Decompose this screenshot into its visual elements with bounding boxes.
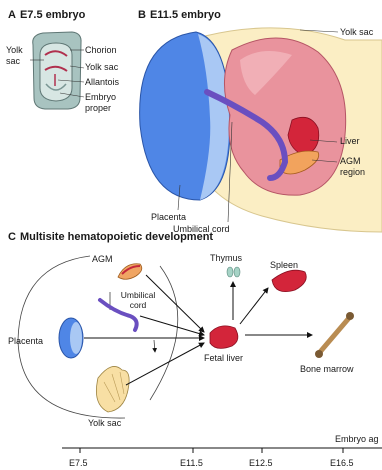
b-yolk-sac-label: Yolk sac bbox=[340, 27, 373, 37]
timeline-title: Embryo ag bbox=[335, 434, 379, 444]
b-yolk-sac-halo bbox=[186, 28, 382, 232]
c-fetal-liver-shape bbox=[210, 326, 238, 349]
panel-b-letter: B bbox=[138, 9, 146, 21]
c-yolk-sac-shape bbox=[96, 366, 129, 412]
b-agm-label-line2: region bbox=[340, 167, 365, 178]
c-spleen-shape bbox=[272, 270, 306, 291]
a-yolk-sac-label-line1: Yolk bbox=[6, 45, 23, 56]
b-placenta-highlight bbox=[198, 34, 229, 200]
timeline-tick-2: E12.5 bbox=[249, 458, 273, 468]
panel-b-heading: B E11.5 embryo bbox=[138, 9, 221, 21]
b-agm-label: AGM region bbox=[340, 156, 365, 178]
a-allantois-label: Allantois bbox=[85, 77, 119, 87]
c-umbilical-label-line2: cord bbox=[115, 300, 161, 310]
panel-b-title: E11.5 embryo bbox=[150, 9, 221, 21]
c-placenta-label: Placenta bbox=[8, 336, 43, 346]
b-agm-shape bbox=[280, 151, 319, 174]
a-yolk-sac-right-label: Yolk sac bbox=[85, 62, 118, 72]
panel-c-title: Multisite hematopoietic development bbox=[20, 231, 213, 243]
c-bone-marrow-shape bbox=[320, 318, 349, 352]
panel-a-title: E7.5 embryo bbox=[20, 9, 85, 21]
timeline-tick-1: E11.5 bbox=[180, 458, 203, 468]
timeline-tick-3: E16.5 bbox=[330, 458, 354, 468]
a-yolk-sac-label-line2: sac bbox=[6, 56, 23, 67]
c-spleen-label: Spleen bbox=[270, 260, 298, 270]
c-circulation-arc-right bbox=[150, 266, 178, 400]
b-agm-label-line1: AGM bbox=[340, 156, 365, 167]
b-liver-shape bbox=[288, 117, 319, 156]
a-yolk-sac-label: Yolk sac bbox=[6, 45, 23, 67]
c-umbilical-cord-label: Umbilical cord bbox=[115, 290, 161, 310]
c-fetal-liver-label: Fetal liver bbox=[204, 353, 243, 363]
b-embryo-body bbox=[224, 38, 345, 195]
panel-c-letter: C bbox=[8, 231, 16, 243]
b-placenta-shape bbox=[140, 32, 230, 200]
panel-c-heading: C Multisite hematopoietic development bbox=[8, 231, 213, 243]
b-liver-label: Liver bbox=[340, 136, 360, 146]
c-placenta-shape bbox=[59, 318, 83, 358]
a-embryo-proper-line2: proper bbox=[85, 103, 116, 114]
a-chorion-label: Chorion bbox=[85, 45, 117, 55]
panel-a-heading: A E7.5 embryo bbox=[8, 9, 85, 21]
e7-5-embryo-drawing bbox=[30, 32, 84, 109]
c-thymus-label: Thymus bbox=[210, 253, 242, 263]
panel-a-letter: A bbox=[8, 9, 16, 21]
c-bone-marrow-label: Bone marrow bbox=[300, 364, 354, 374]
b-placenta-label: Placenta bbox=[151, 212, 186, 222]
c-yolk-sac-label: Yolk sac bbox=[88, 418, 121, 428]
c-agm-shape bbox=[118, 264, 142, 280]
a-embryo-proper-line1: Embryo bbox=[85, 92, 116, 103]
c-thymus-shape bbox=[227, 267, 233, 277]
b-umbilical-cord bbox=[207, 92, 285, 178]
timeline-tick-0: E7.5 bbox=[69, 458, 88, 468]
a-embryo-proper-label: Embryo proper bbox=[85, 92, 116, 114]
c-agm-label: AGM bbox=[92, 254, 113, 264]
c-umbilical-label-line1: Umbilical bbox=[115, 290, 161, 300]
